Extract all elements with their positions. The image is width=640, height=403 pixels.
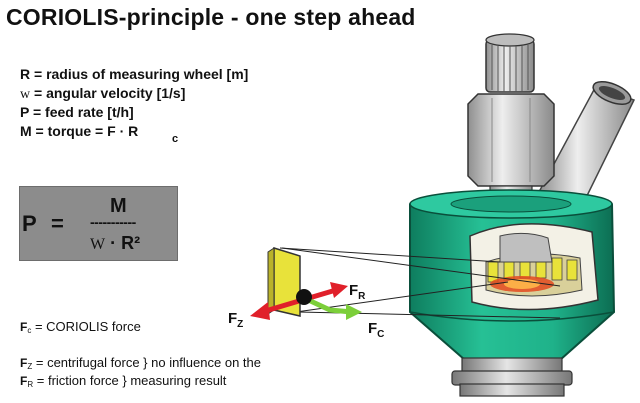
yellow-paddle	[267, 246, 301, 317]
force-arrows	[250, 282, 362, 320]
legend-fr-text: = friction force } measuring result	[36, 373, 227, 388]
formula-denominator-rest: · R²	[105, 233, 141, 253]
formula-denominator: W · R²	[90, 233, 140, 254]
base-flange	[451, 357, 573, 397]
formula-omega: W	[90, 236, 106, 253]
legend-fc-symbol: F	[20, 320, 28, 334]
formula-numerator: M	[110, 195, 127, 217]
torque-subscript: c	[172, 133, 179, 145]
legend-coriolis: Fc = CORIOLIS force	[20, 319, 141, 335]
friction-arrow-head-right	[330, 282, 348, 298]
formula-lhs: P	[22, 211, 37, 236]
measuring-wheel-cutaway	[469, 223, 599, 311]
force-label-fr: FR	[349, 282, 366, 302]
definition-torque-text: M = torque = F · R	[20, 123, 139, 139]
force-label-fz: FZ	[228, 310, 244, 330]
mass-particle	[296, 289, 312, 305]
omega-symbol: w	[20, 87, 31, 102]
top-knurled-nut	[485, 33, 535, 93]
formula-fraction-line: -----------	[90, 214, 136, 230]
legend-fz-text: = centrifugal force } no influence on th…	[35, 355, 261, 370]
coriolis-arrow-head	[346, 304, 362, 320]
legend-fz-sub: Z	[27, 362, 33, 371]
legend-fc-text: = CORIOLIS force	[34, 319, 141, 334]
definition-feed-rate: P = feed rate [t/h]	[20, 104, 134, 120]
definition-radius: R = radius of measuring wheel [m]	[20, 66, 249, 82]
legend-fc-sub: c	[27, 326, 32, 335]
legend-centrifugal: FZ = centrifugal force } no influence on…	[20, 355, 261, 371]
force-label-fc: FC	[368, 320, 385, 340]
centrifugal-arrow-head-left	[250, 302, 270, 320]
formula-equals: =	[51, 211, 64, 236]
definition-angular-velocity: w = angular velocity [1/s]	[20, 85, 185, 103]
legend-fz-symbol: F	[20, 356, 28, 370]
definition-torque: M = torque = F · R	[20, 123, 138, 139]
definition-angular-velocity-text: = angular velocity [1/s]	[34, 85, 186, 101]
legend-fr-symbol: F	[20, 374, 28, 388]
coriolis-arrow	[302, 295, 353, 315]
legend-friction: FR = friction force } measuring result	[20, 373, 226, 389]
formula-box	[19, 186, 178, 261]
legend-fr-sub: R	[27, 380, 34, 389]
page-title: CORIOLIS-principle - one step ahead	[6, 4, 416, 30]
